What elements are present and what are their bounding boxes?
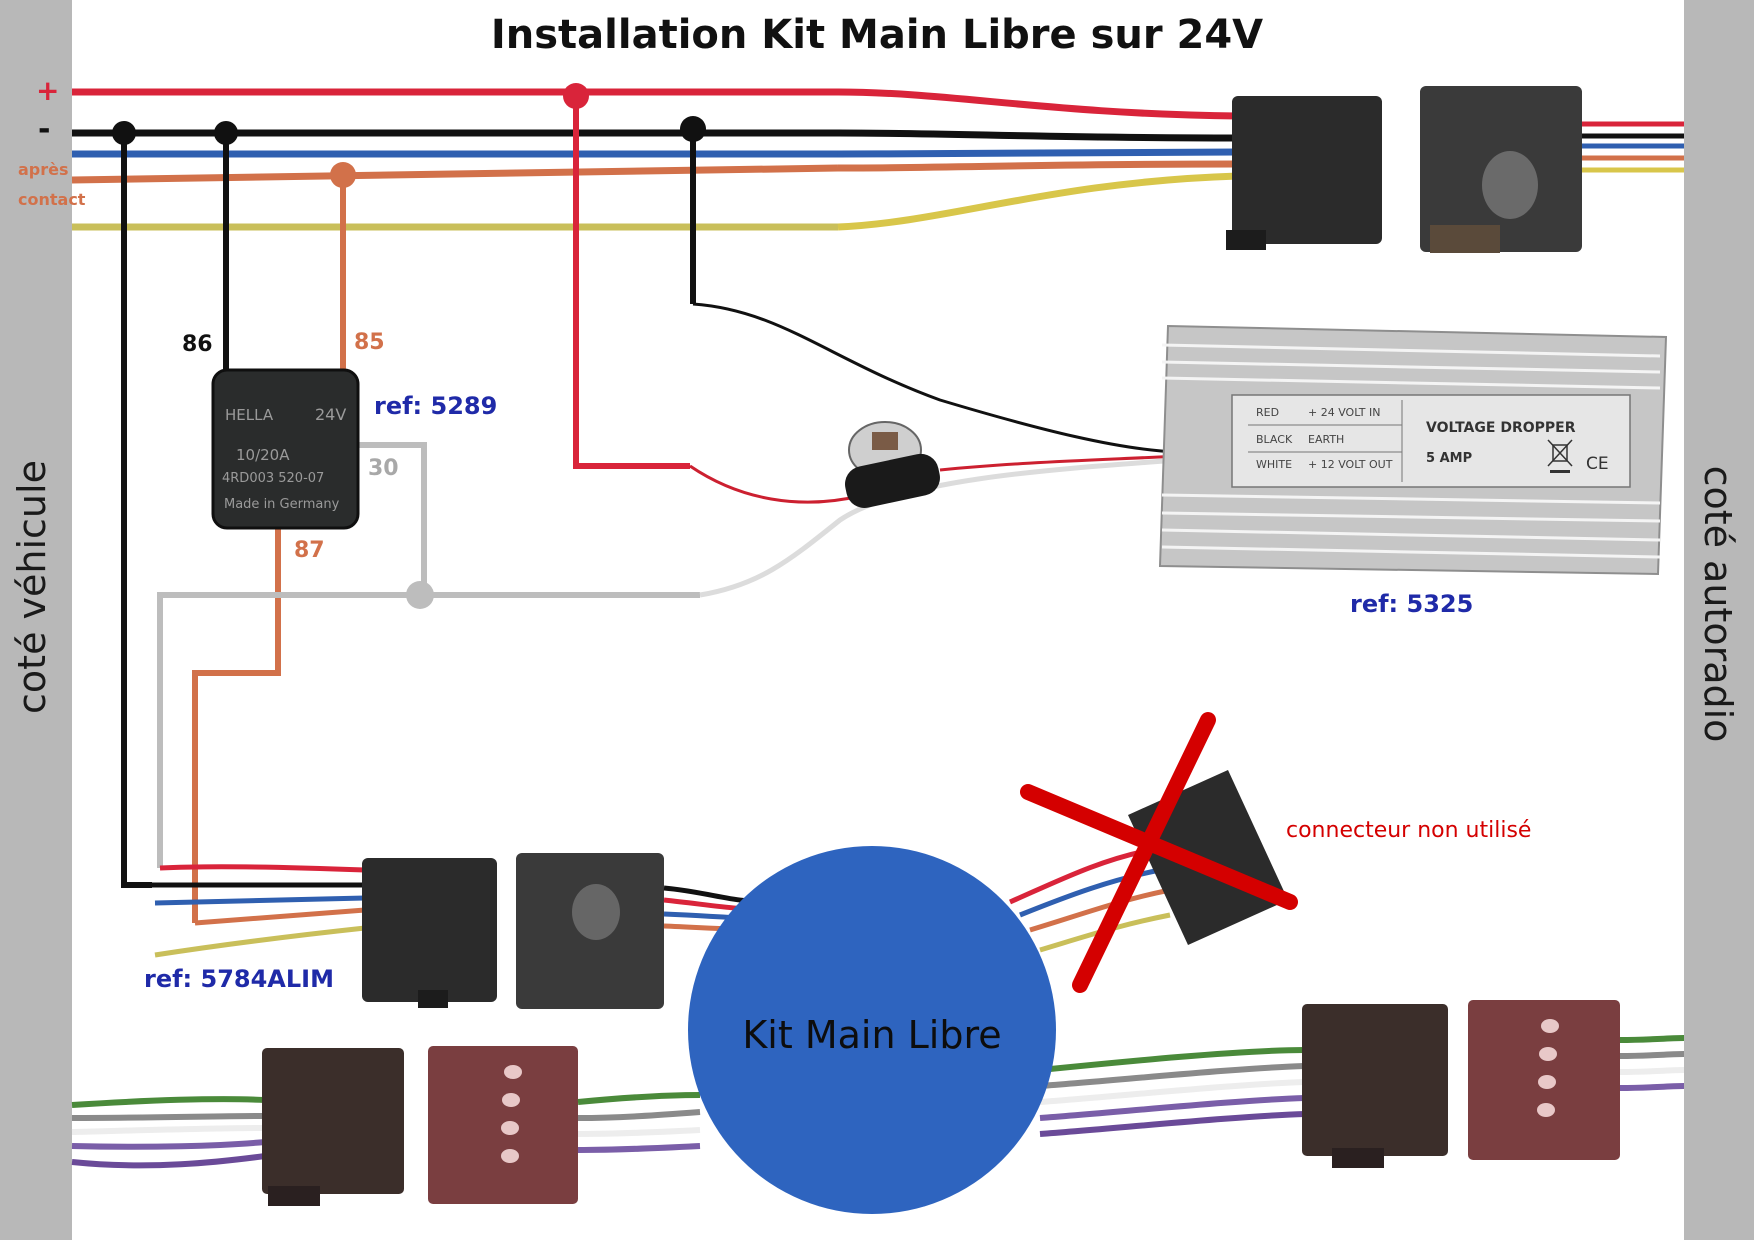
kit-main-libre-circle	[688, 846, 1056, 1214]
voltage-dropper: RED + 24 VOLT IN BLACK EARTH WHITE + 12 …	[1158, 324, 1668, 576]
relay-marking-brand: HELLA	[225, 406, 274, 424]
dropper-row-red-desc: + 24 VOLT IN	[1308, 406, 1381, 419]
vehicle-side-bar	[0, 0, 72, 1240]
ignition-label-line1: après	[18, 160, 69, 179]
pin-85-label: 85	[354, 330, 385, 355]
minus-label: -	[38, 112, 51, 147]
unused-connector-label: connecteur non utilisé	[1286, 818, 1532, 843]
dropper-row-black-desc: EARTH	[1308, 433, 1344, 446]
wire-12v-out	[157, 592, 700, 868]
junction-plus	[563, 83, 589, 109]
wire-87	[192, 528, 281, 923]
kit-main-libre-label: Kit Main Libre	[742, 1013, 1001, 1057]
junction-30	[406, 581, 434, 609]
wire-30	[358, 442, 427, 595]
bus-wires	[71, 88, 839, 231]
junction-85	[330, 162, 356, 188]
dropper-white-wire	[699, 457, 1179, 598]
dropper-row-red-color: RED	[1256, 406, 1279, 419]
top-connector-female	[1232, 96, 1382, 244]
iso-harness-left	[71, 1046, 701, 1206]
weee-bin-icon	[1547, 439, 1573, 473]
relay-marking-origin: Made in Germany	[224, 497, 340, 512]
dropper-row-black-color: BLACK	[1256, 433, 1293, 446]
relay-marking-volt: 24V	[315, 405, 346, 424]
junction-ground	[112, 121, 136, 145]
relay-marking-part: 4RD003 520-07	[222, 471, 324, 486]
unused-cross-icon	[1020, 712, 1298, 993]
relay-body: HELLA 24V 10/20A 4RD003 520-07 Made in G…	[211, 368, 360, 530]
dropper-title: VOLTAGE DROPPER	[1426, 420, 1576, 436]
ground-drop-wire	[121, 133, 152, 888]
dropper-feed-wire	[573, 92, 690, 469]
top-harness	[837, 86, 1684, 253]
page-title: Installation Kit Main Libre sur 24V	[490, 12, 1264, 58]
bottom-connector-female	[362, 858, 497, 1002]
pin-30-label: 30	[368, 456, 399, 481]
junction-86	[214, 121, 238, 145]
radio-side-bar	[1684, 0, 1754, 1240]
dropper-row-white-desc: + 12 VOLT OUT	[1308, 458, 1393, 471]
dropper-ref: ref: 5325	[1350, 590, 1474, 618]
ce-mark: CE	[1586, 454, 1609, 474]
junction-earth	[680, 116, 706, 142]
dropper-row-white-color: WHITE	[1256, 458, 1292, 471]
bottom-harness: Kit Main Libre	[71, 712, 1685, 1214]
iso-harness-right	[1039, 1000, 1685, 1168]
ignition-wire	[71, 164, 839, 184]
fuse-holder	[845, 421, 940, 508]
pin-87-label: 87	[294, 538, 325, 563]
harness-ref: ref: 5784ALIM	[144, 965, 334, 993]
plus-label: +	[36, 74, 60, 107]
relay-ref: ref: 5289	[374, 392, 498, 420]
dropper-rating: 5 AMP	[1426, 451, 1472, 466]
pin-86-label: 86	[182, 332, 213, 357]
ignition-label-line2: contact	[18, 190, 86, 209]
relay-marking-amps: 10/20A	[236, 446, 290, 464]
